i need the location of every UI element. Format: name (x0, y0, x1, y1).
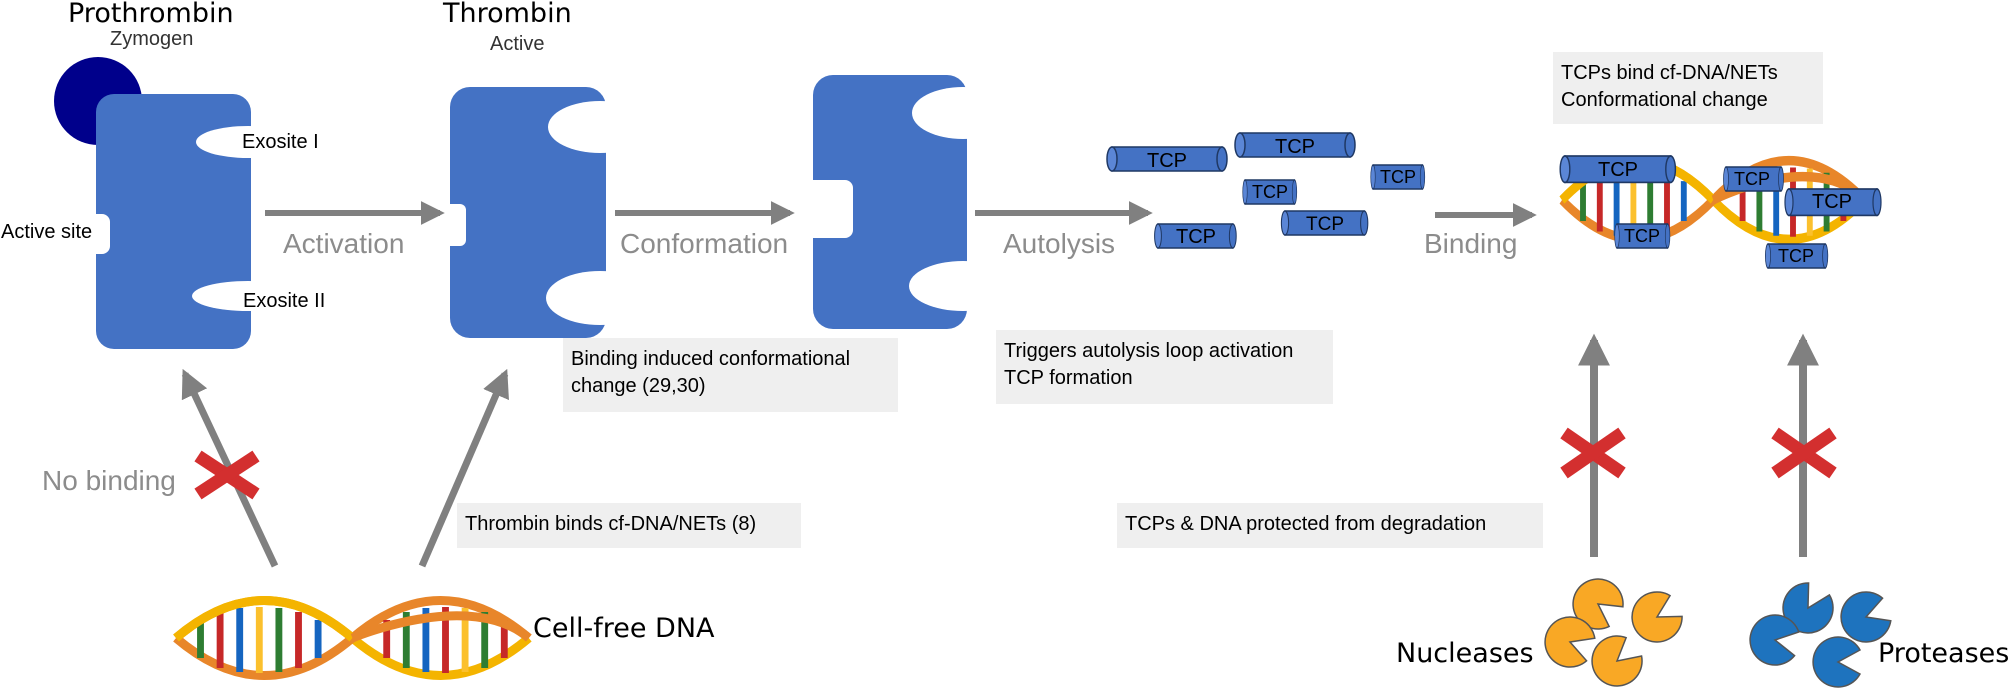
block-cross-proteases (1771, 427, 1837, 479)
nucleases-label: Nucleases (1396, 638, 1534, 669)
thrombin-binds-note-text: Thrombin binds cf-DNA/NETs (8) (465, 513, 757, 535)
block-cross-no-binding (194, 450, 260, 500)
cell-free-dna-label: Cell-free DNA (533, 613, 715, 644)
cell-free-dna-helix (176, 601, 529, 676)
conformational-note-line-2: change (29,30) (571, 375, 706, 397)
block-cross-nucleases (1560, 427, 1626, 479)
thrombin-active-shape (444, 87, 654, 338)
thrombin-conformed-shape (805, 75, 1017, 329)
active-site-label: Active site (1, 221, 93, 243)
tcp-binding-note-line-1: TCPs bind cf-DNA/NETs (1561, 62, 1778, 84)
no-binding-label: No binding (42, 465, 176, 496)
svg-text:TCP: TCP (1275, 136, 1315, 158)
tcp-bound-label: TCP (1624, 226, 1660, 246)
protease-group (1745, 575, 1896, 688)
conformational-change-note: Binding induced conformational change (2… (563, 338, 898, 412)
conformational-note-line-1: Binding induced conformational (571, 348, 851, 370)
exosite-1-label: Exosite I (242, 131, 319, 153)
tcp-bound-label: TCP (1598, 159, 1638, 181)
autolysis-note-line-1: Triggers autolysis loop activation (1004, 340, 1294, 362)
prothrombin-shape (54, 57, 304, 349)
tcp-fragment-label: TCP (1176, 226, 1216, 248)
thrombin-binds-arrow (418, 368, 509, 568)
autolysis-note: Triggers autolysis loop activation TCP f… (996, 330, 1333, 404)
tcp-bound-label: TCP (1778, 246, 1814, 266)
protected-note: TCPs & DNA protected from degradation (1117, 503, 1543, 548)
tcp-fragment-label: TCP (1306, 214, 1344, 235)
protected-note-text: TCPs & DNA protected from degradation (1125, 513, 1487, 535)
conformation-label: Conformation (620, 228, 789, 259)
binding-label: Binding (1424, 228, 1518, 259)
tcp-binding-note-line-2: Conformational change (1561, 89, 1768, 111)
tcp-fragment-label: TCP (1380, 167, 1416, 187)
tcp-fragment: TCP (1106, 146, 1228, 172)
exosite-2-label: Exosite II (243, 290, 326, 312)
svg-text:TCP: TCP (1147, 150, 1187, 172)
autolysis-label: Autolysis (1003, 228, 1116, 259)
tcp-bound-label: TCP (1734, 169, 1770, 189)
nuclease-group (1537, 568, 1690, 695)
tcp-binding-note: TCPs bind cf-DNA/NETs Conformational cha… (1553, 52, 1823, 124)
thrombin-title: Thrombin (443, 0, 572, 29)
activation-label: Activation (283, 228, 405, 259)
tcp-bound-label: TCP (1812, 191, 1852, 213)
thrombin-binds-note: Thrombin binds cf-DNA/NETs (8) (457, 503, 801, 548)
tcp-fragment-label: TCP (1252, 182, 1288, 202)
active-label: Active (490, 33, 545, 55)
prothrombin-title: Prothrombin (68, 0, 234, 29)
autolysis-note-line-2: TCP formation (1004, 367, 1133, 389)
proteases-label: Proteases (1878, 638, 2008, 669)
zymogen-label: Zymogen (110, 28, 194, 50)
tcp-fragment: TCP (1234, 132, 1356, 158)
